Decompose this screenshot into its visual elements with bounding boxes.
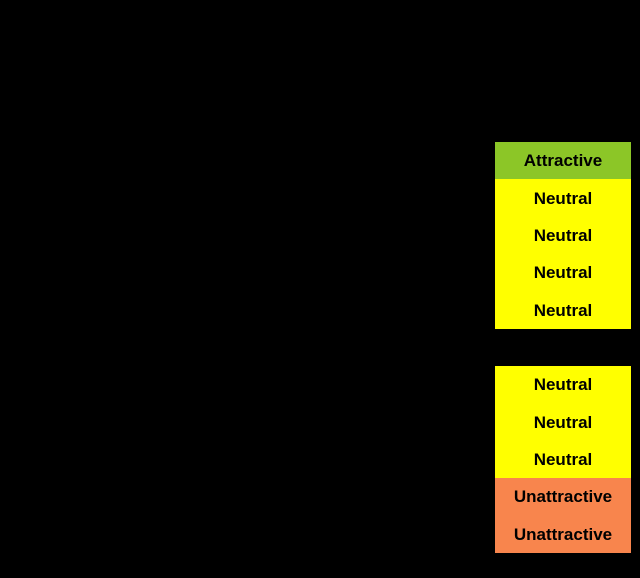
rating-label: Unattractive xyxy=(513,524,613,544)
rating-label: Unattractive xyxy=(513,487,613,507)
rating-label: Neutral xyxy=(533,375,593,395)
rating-cell-10: Unattractive xyxy=(495,515,631,553)
rating-cell-5 xyxy=(495,329,631,366)
rating-cell-3: Neutral xyxy=(495,254,631,292)
rating-label: Neutral xyxy=(533,263,593,283)
rating-cell-9: Unattractive xyxy=(495,478,631,516)
rating-cell-7: Neutral xyxy=(495,403,631,441)
rating-label: Neutral xyxy=(533,300,593,320)
rating-cell-6: Neutral xyxy=(495,366,631,404)
rating-cell-1: Neutral xyxy=(495,179,631,217)
rating-label: Attractive xyxy=(523,151,603,171)
rating-label: Neutral xyxy=(533,450,593,470)
rating-column: Attractive Neutral Neutral Neutral Neutr… xyxy=(495,142,631,553)
rating-label: Neutral xyxy=(533,412,593,432)
rating-cell-0: Attractive xyxy=(495,142,631,180)
rating-label: Neutral xyxy=(533,225,593,245)
rating-cell-4: Neutral xyxy=(495,291,631,329)
rating-label: Neutral xyxy=(533,188,593,208)
rating-cell-8: Neutral xyxy=(495,440,631,479)
rating-cell-2: Neutral xyxy=(495,216,631,255)
